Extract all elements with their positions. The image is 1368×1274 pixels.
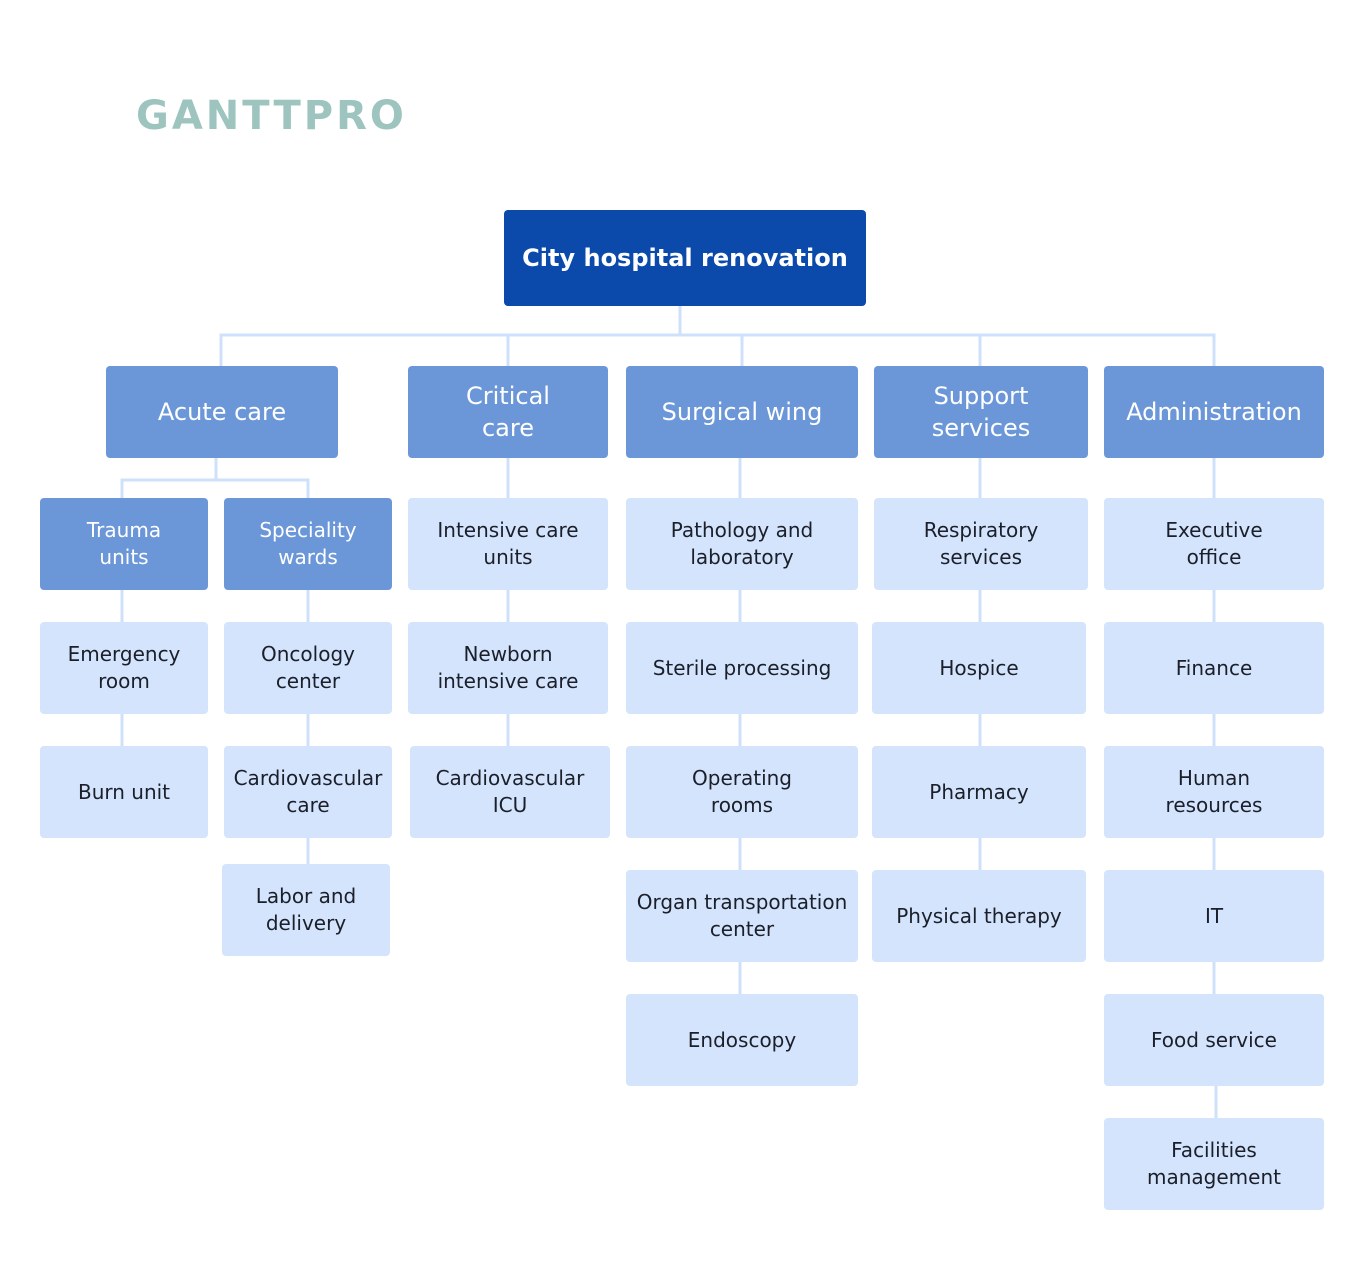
node-burn-unit: Burn unit [40, 746, 208, 838]
node-root: City hospital renovation [504, 210, 866, 306]
node-human-resources: Human resources [1104, 746, 1324, 838]
node-emergency-room: Emergency room [40, 622, 208, 714]
node-acute-care: Acute care [106, 366, 338, 458]
node-administration: Administration [1104, 366, 1324, 458]
node-speciality-wards: Speciality wards [224, 498, 392, 590]
node-finance: Finance [1104, 622, 1324, 714]
node-oncology-center: Oncology center [224, 622, 392, 714]
node-cardiovascular-care: Cardiovascular care [224, 746, 392, 838]
node-surgical-wing: Surgical wing [626, 366, 858, 458]
node-hospice: Hospice [872, 622, 1086, 714]
node-pharmacy: Pharmacy [872, 746, 1086, 838]
node-it: IT [1104, 870, 1324, 962]
node-organ-transportation-center: Organ transportation center [626, 870, 858, 962]
node-labor-and-delivery: Labor and delivery [222, 864, 390, 956]
node-support-services: Support services [874, 366, 1088, 458]
ganttpro-logo: GANTTPRO [136, 93, 407, 139]
node-facilities-management: Facilities management [1104, 1118, 1324, 1210]
node-operating-rooms: Operating rooms [626, 746, 858, 838]
node-intensive-care-units: Intensive care units [408, 498, 608, 590]
node-newborn-intensive-care: Newborn intensive care [408, 622, 608, 714]
node-pathology-and-laboratory: Pathology and laboratory [626, 498, 858, 590]
node-executive-office: Executive office [1104, 498, 1324, 590]
node-physical-therapy: Physical therapy [872, 870, 1086, 962]
node-sterile-processing: Sterile processing [626, 622, 858, 714]
node-endoscopy: Endoscopy [626, 994, 858, 1086]
node-trauma-units: Trauma units [40, 498, 208, 590]
node-respiratory-services: Respiratory services [874, 498, 1088, 590]
node-food-service: Food service [1104, 994, 1324, 1086]
node-critical-care: Critical care [408, 366, 608, 458]
node-cardiovascular-icu: Cardiovascular ICU [410, 746, 610, 838]
